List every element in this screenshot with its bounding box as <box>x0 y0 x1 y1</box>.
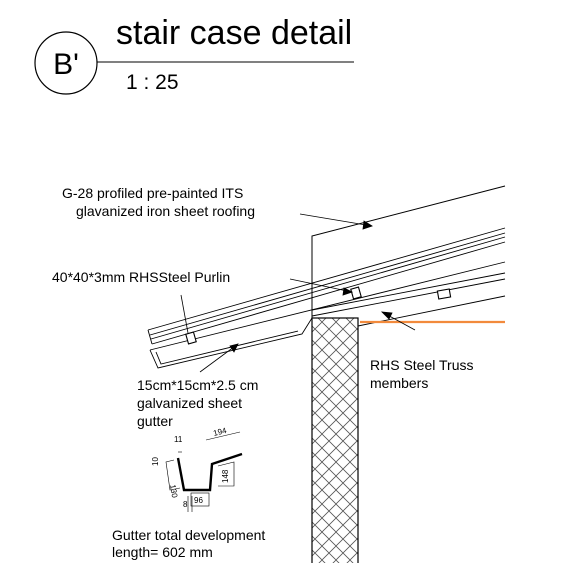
leader-lines <box>180 213 416 373</box>
drawing-scale: 1 : 25 <box>126 71 179 94</box>
truss-members <box>311 272 506 327</box>
dim-10: 10 <box>151 457 160 466</box>
gutter-note-line3: gutter <box>137 413 173 429</box>
truss-note-line1: RHS Steel Truss <box>370 357 473 373</box>
gutter-note-line2: galvanized sheet <box>137 395 242 411</box>
roof-sheet <box>147 227 506 351</box>
dim-194: 194 <box>212 426 228 438</box>
masonry-wall <box>311 317 359 563</box>
gutter-profile-shape <box>176 452 243 492</box>
purlin-sections <box>185 286 452 345</box>
gutter-note-line1: 15cm*15cm*2.5 cm <box>137 377 258 393</box>
development-note-line1: Gutter total development <box>112 527 265 543</box>
dim-96: 96 <box>194 496 203 505</box>
roofing-note-line1: G-28 profiled pre-painted ITS <box>62 185 243 201</box>
dim-11: 11 <box>174 435 183 444</box>
purlin-note: 40*40*3mm RHSSteel Purlin <box>52 269 230 285</box>
detail-tag-letter: B' <box>53 48 79 81</box>
parapet-outline <box>311 185 506 318</box>
gutter-profile-detail: 11 194 10 130 148 8 96 <box>151 426 243 512</box>
development-note-line2: length= 602 mm <box>112 544 213 560</box>
title-block: B' stair case detail 1 : 25 <box>34 14 354 95</box>
roofing-note-line2: glavanized iron sheet roofing <box>76 203 255 219</box>
dim-148: 148 <box>221 469 230 483</box>
annotation-notes: G-28 profiled pre-painted ITS glavanized… <box>52 185 473 560</box>
truss-note-line2: members <box>370 375 428 391</box>
detail-tag-circle <box>34 31 98 95</box>
dim-130: 130 <box>168 484 179 499</box>
roof-gutter <box>149 317 313 369</box>
drawing-title: stair case detail <box>116 14 352 52</box>
dim-8: 8 <box>183 500 188 509</box>
